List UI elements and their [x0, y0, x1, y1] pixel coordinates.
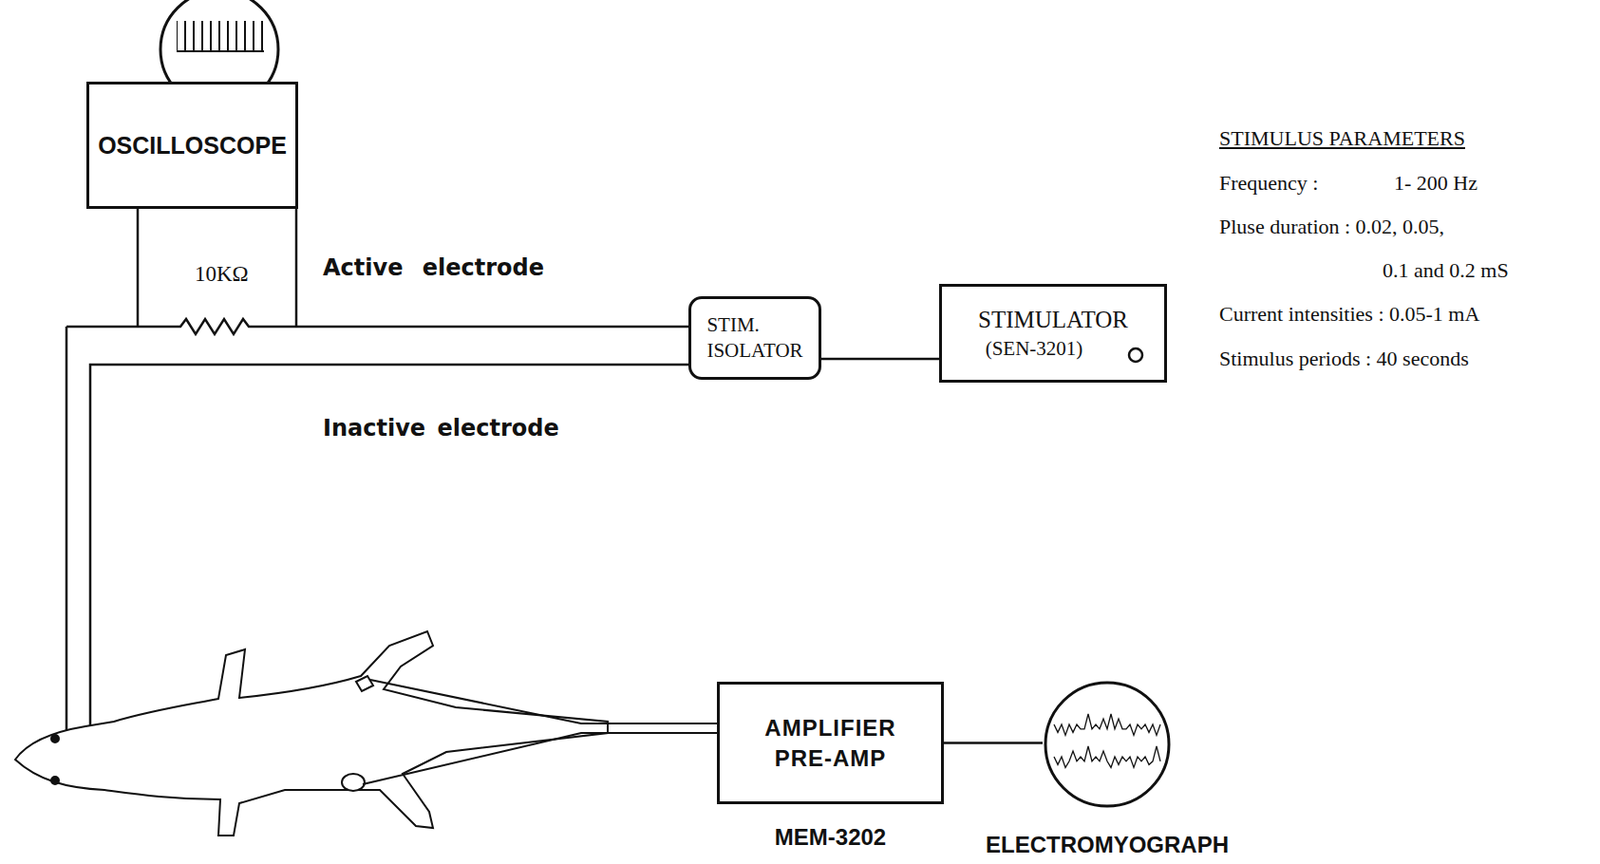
stim-isolator-box: STIM. ISOLATOR	[688, 296, 822, 380]
node-label: (SEN-3201)	[985, 336, 1084, 362]
node-label: STIMULATOR	[978, 304, 1129, 337]
electrode-label: Active electrode	[322, 254, 545, 282]
rat-figure	[15, 631, 608, 836]
amplifier-box: AMPLIFIER PRE-AMPMEM-3202	[716, 681, 944, 805]
connector	[821, 357, 940, 361]
electrode-label: Inactive electrode	[322, 414, 560, 442]
node-label: AMPLIFIER PRE-AMP	[764, 713, 896, 772]
node-label: OSCILLOSCOPE	[97, 130, 287, 162]
parameter-line: 0.1 and 0.2 mS	[1382, 258, 1509, 283]
parameter-line: Pluse duration : 0.02, 0.05,	[1219, 214, 1445, 240]
parameter-line: Stimulus periods : 40 seconds	[1219, 346, 1469, 372]
parameter-name: Frequency :	[1219, 170, 1318, 196]
stimulator-box: STIMULATOR(SEN-3201)	[939, 283, 1168, 383]
connector	[943, 741, 1043, 745]
resistor-circuit	[66, 208, 689, 335]
parameters-heading: STIMULUS PARAMETERS	[1219, 126, 1466, 151]
electromyograph-circle: ELECTROMYOGRAPH	[1042, 679, 1172, 810]
node-caption: MEM-3202	[774, 822, 886, 852]
output-terminal	[1126, 345, 1146, 365]
parameter-value: 1- 200 Hz	[1393, 170, 1478, 196]
emg-leads	[362, 679, 717, 785]
node-caption: ELECTROMYOGRAPH	[985, 829, 1229, 860]
resistor-value: 10KΩ	[194, 262, 249, 287]
node-label: STIM. ISOLATOR	[706, 312, 803, 365]
parameter-line: Current intensities : 0.05-1 mA	[1219, 301, 1480, 327]
oscilloscope-box: OSCILLOSCOPE	[86, 81, 299, 209]
emg-screen	[1042, 679, 1172, 810]
